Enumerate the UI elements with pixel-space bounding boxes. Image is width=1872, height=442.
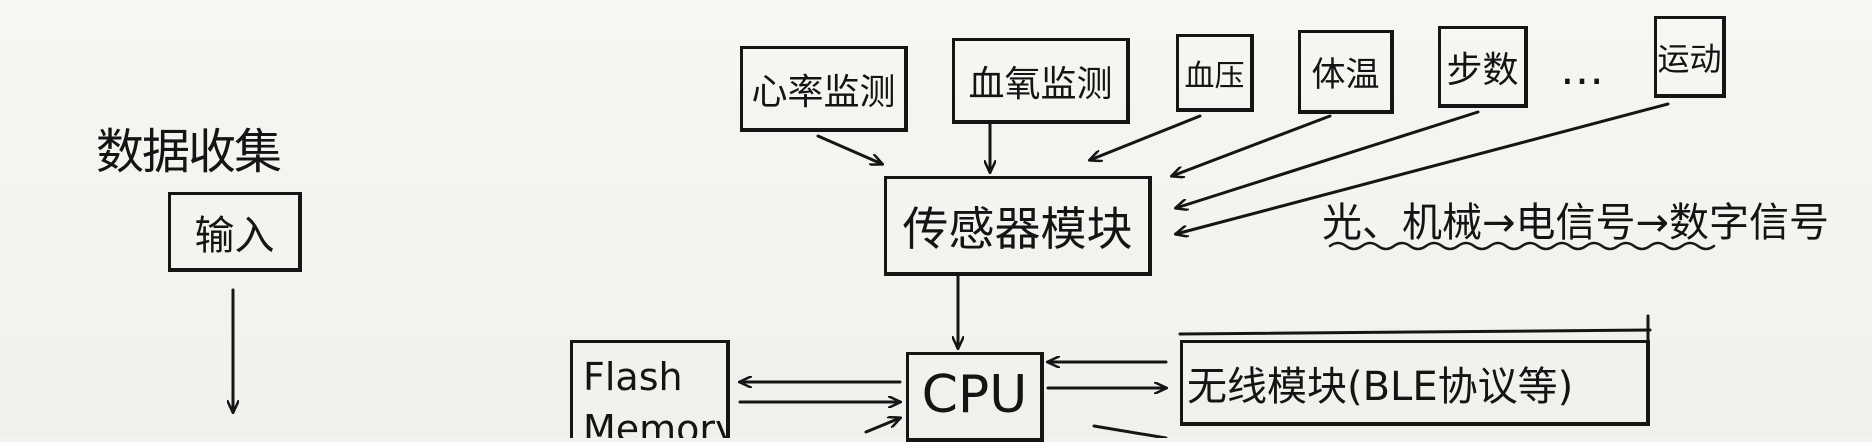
- sensor-module-box: 传感器模块: [884, 176, 1152, 276]
- blood-pressure-box: 血压: [1176, 34, 1254, 112]
- blood-oxygen-monitor-box: 血氧监测: [952, 38, 1130, 124]
- body-temperature-box: 体温: [1298, 30, 1394, 114]
- motion-box: 运动: [1654, 16, 1726, 98]
- flash-label: Flash: [583, 355, 683, 399]
- flash-memory-box: Flash Memory: [570, 340, 730, 438]
- cpu-box: CPU: [906, 352, 1044, 442]
- heart-rate-monitor-box: 心率监测: [740, 46, 908, 132]
- memory-label: Memory: [583, 407, 730, 438]
- data-collection-title: 数据收集: [96, 124, 282, 180]
- more-sensors-ellipsis: …: [1560, 44, 1610, 95]
- input-box: 输入: [168, 192, 302, 272]
- wireless-module-box: 无线模块(BLE协议等): [1180, 340, 1650, 426]
- step-count-box: 步数: [1438, 26, 1528, 108]
- signal-conversion-note: 光、机械→电信号→数字信号: [1322, 200, 1830, 246]
